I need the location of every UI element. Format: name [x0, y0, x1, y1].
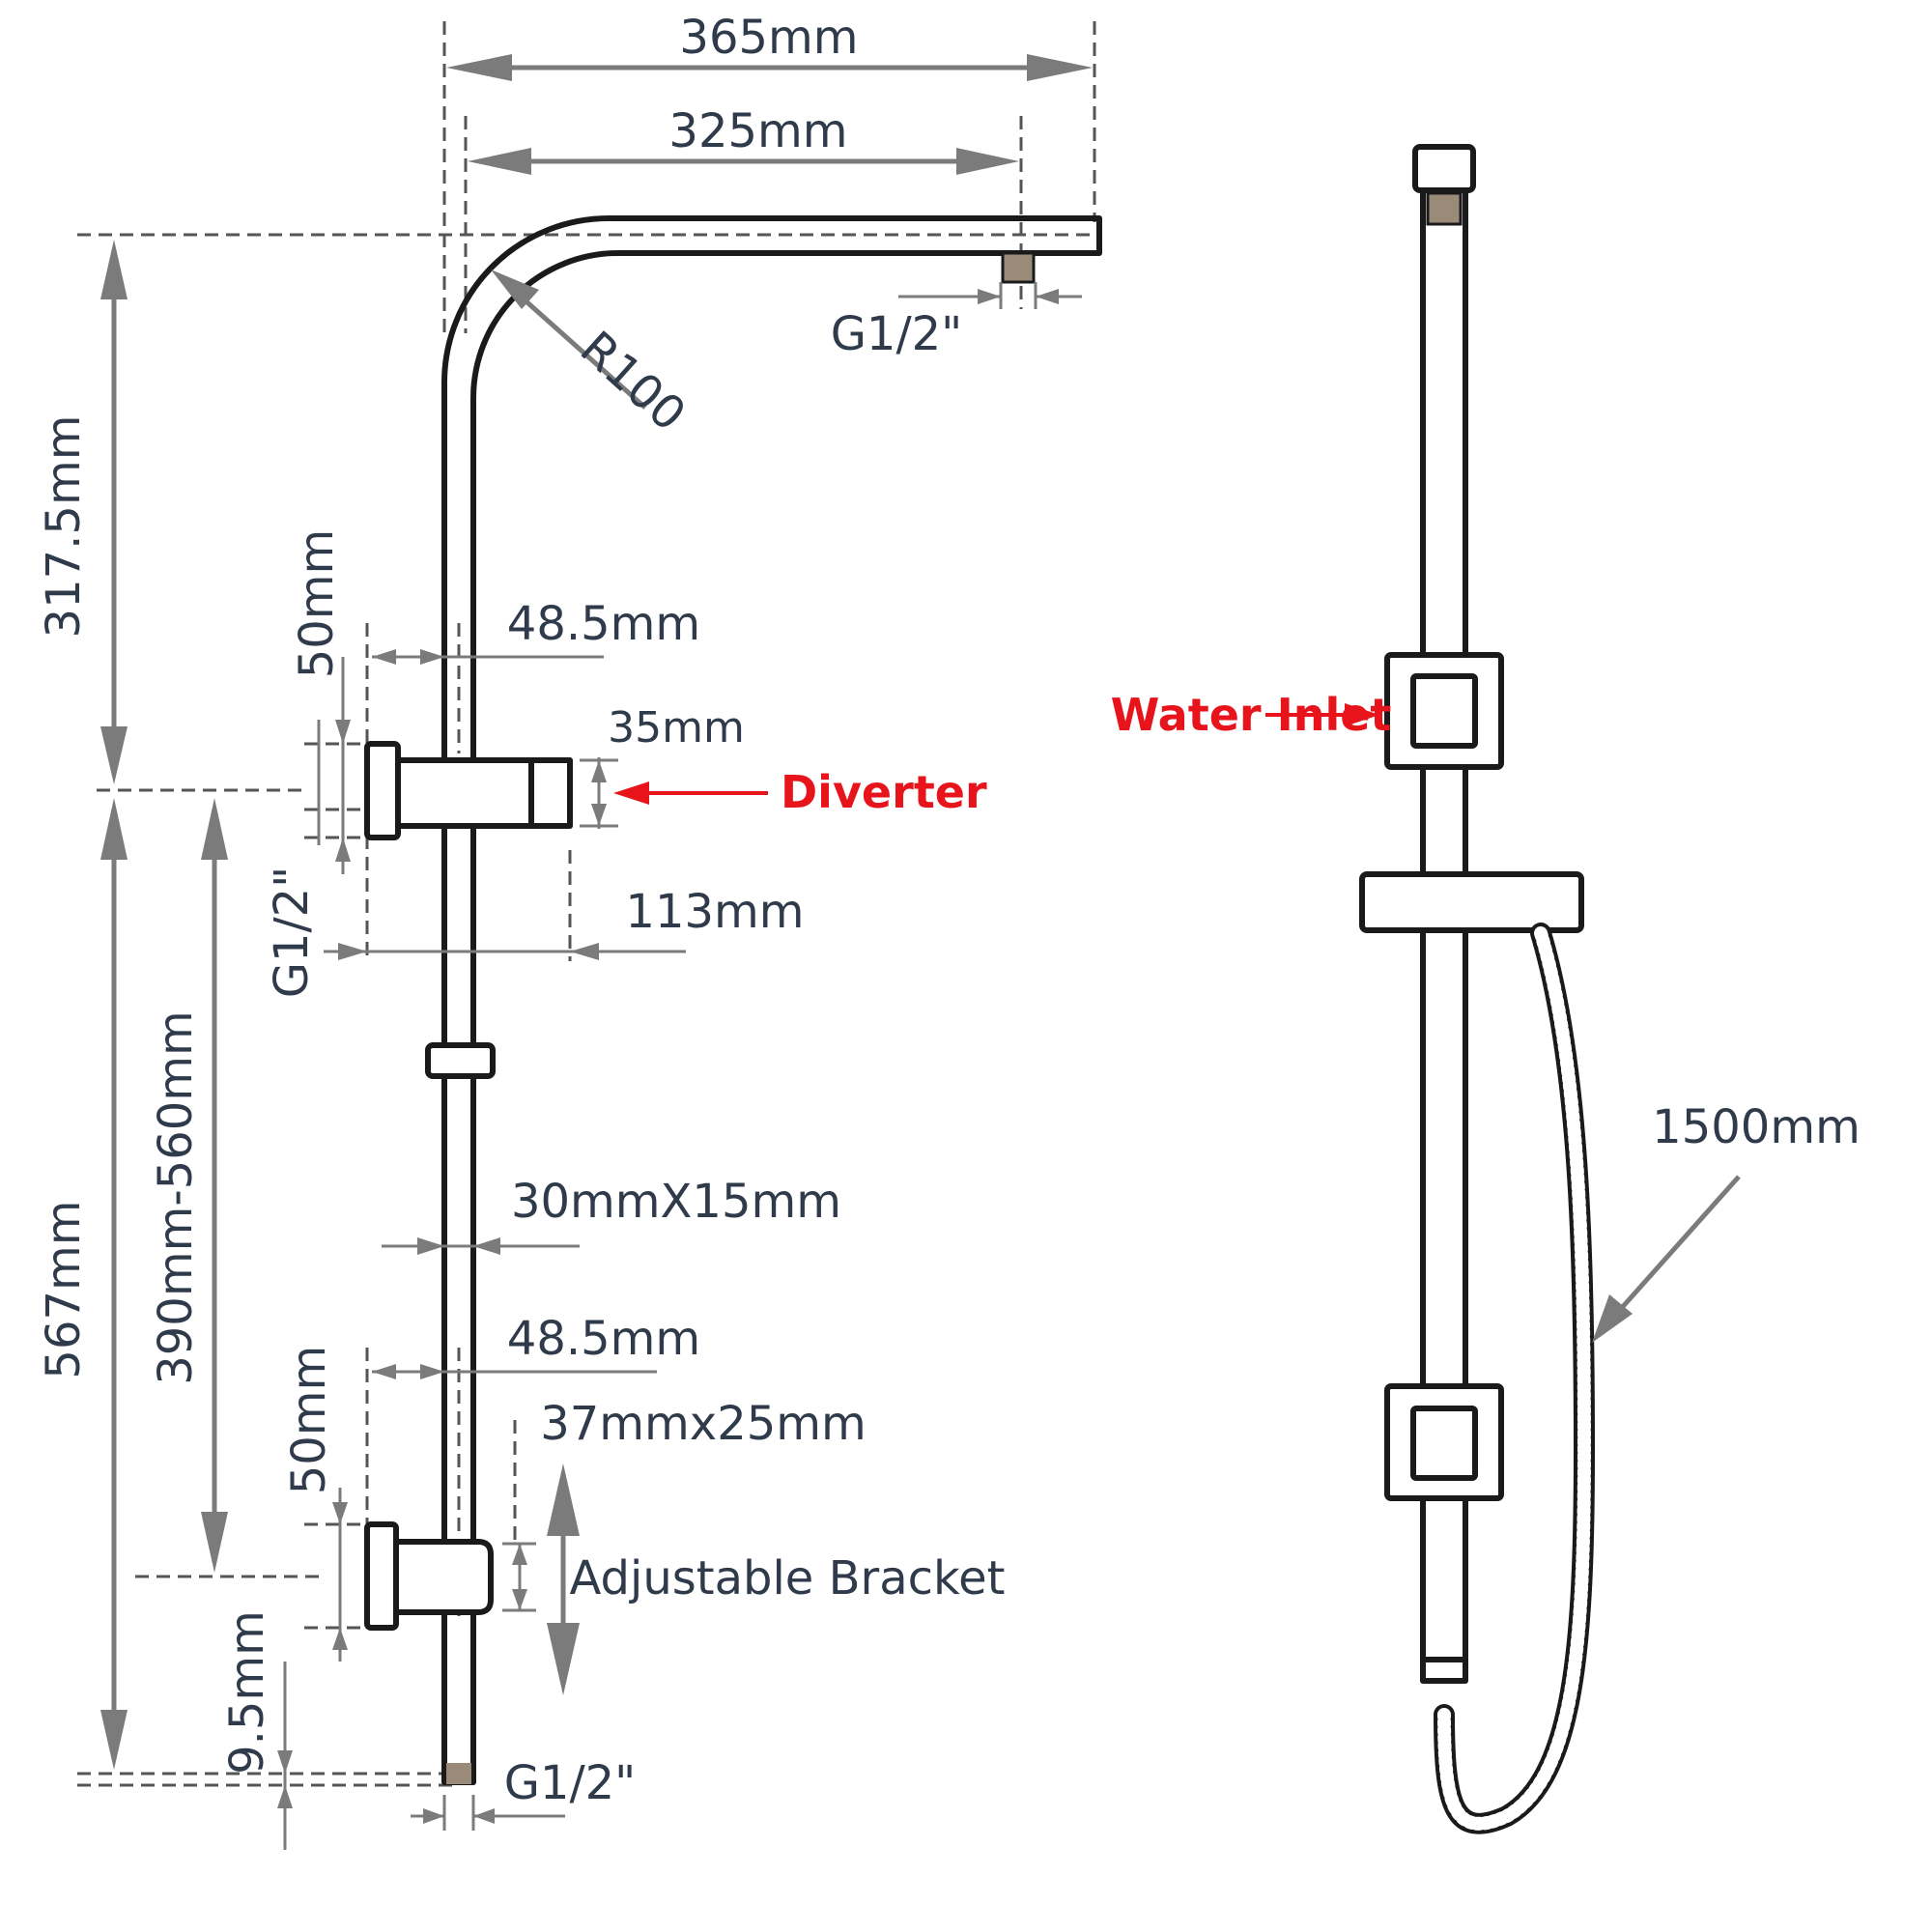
rail-front [1420, 187, 1468, 1684]
label-1500mm: 1500mm [1652, 1100, 1861, 1154]
dimension-30x15: 30mmX15mm [382, 1175, 841, 1255]
label-adjustable-bracket: Adjustable Bracket [570, 1551, 1006, 1605]
label-upper-48-5mm: 48.5mm [507, 597, 700, 651]
diverter-callout: Diverter [613, 766, 987, 818]
label-diverter-g12: G1/2" [265, 867, 319, 999]
dimension-diverter-thread: G1/2" [265, 867, 319, 999]
slider-holder [1359, 871, 1584, 933]
label-top-g12: G1/2" [831, 307, 963, 361]
dimension-upper-48-5: 48.5mm [372, 597, 700, 665]
label-317-5mm: 317.5mm [37, 415, 91, 639]
top-thread [1426, 191, 1463, 226]
dimension-9-5: 9.5mm [220, 1610, 293, 1850]
label-325mm: 325mm [668, 104, 847, 158]
dimension-lower-48-5: 48.5mm [372, 1312, 700, 1379]
label-lower-50mm: 50mm [282, 1346, 336, 1495]
label-upper-50mm: 50mm [290, 529, 344, 679]
dimension-37x25: 37mmx25mm [502, 1397, 867, 1612]
dimension-113: 113mm [324, 885, 805, 960]
front-view: Water Inlet 1500mm [1111, 144, 1861, 1834]
label-lower-48-5mm: 48.5mm [507, 1312, 700, 1366]
label-113mm: 113mm [625, 885, 804, 939]
dimension-317-5: 317.5mm [37, 240, 128, 784]
dimension-365: 365mm [446, 11, 1093, 81]
label-9-5mm: 9.5mm [220, 1610, 274, 1775]
bottom-thread-stub [446, 1763, 471, 1784]
label-bottom-g12: G1/2" [504, 1756, 637, 1810]
dimension-325: 325mm [468, 104, 1019, 175]
shower-rail-outline [441, 215, 1102, 1785]
label-365mm: 365mm [679, 11, 858, 65]
adjustable-bracket-arrow: Adjustable Bracket [547, 1463, 1005, 1695]
top-outlet-thread [1001, 251, 1036, 284]
shower-hose [1434, 923, 1596, 1834]
dimension-lower-50: 50mm [282, 1346, 348, 1662]
lower-wall-bracket [1384, 1383, 1504, 1501]
water-inlet-bracket [1384, 652, 1504, 770]
side-view: 365mm 325mm G1/2" R100 317.5mm [37, 11, 1102, 1850]
label-35mm: 35mm [608, 703, 745, 753]
hose-length-callout: 1500mm [1592, 1100, 1861, 1343]
diverter-block [364, 741, 573, 840]
reference-lines [77, 21, 1101, 1787]
label-390-560mm: 390mm-560mm [149, 1010, 203, 1385]
dimension-bottom-thread: G1/2" [411, 1756, 636, 1831]
label-567mm: 567mm [37, 1200, 91, 1378]
label-37x25mm: 37mmx25mm [540, 1397, 867, 1451]
dimension-390-560: 390mm-560mm [149, 798, 228, 1573]
dimension-radius: R100 [491, 270, 696, 442]
rail-clip [425, 1042, 496, 1079]
top-cap [1412, 144, 1476, 193]
water-inlet-callout: Water Inlet [1111, 689, 1392, 741]
label-r100: R100 [570, 321, 696, 441]
dimension-top-thread: G1/2" [831, 282, 1082, 361]
dimension-upper-50: 50mm [290, 529, 351, 874]
label-diverter: Diverter [781, 766, 987, 818]
dimension-567: 567mm [37, 798, 128, 1770]
label-30x15mm: 30mmX15mm [511, 1175, 841, 1229]
dimension-35: 35mm [580, 703, 745, 829]
adjustable-bracket [364, 1521, 494, 1631]
